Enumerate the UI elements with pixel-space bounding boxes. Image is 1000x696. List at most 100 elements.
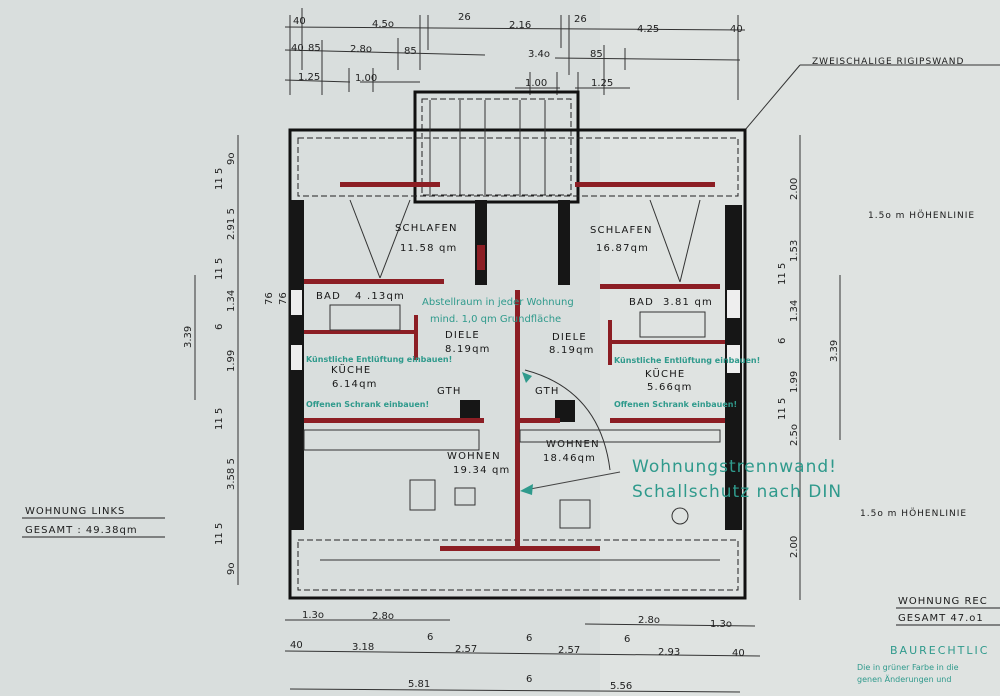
dim-text: 1.99 — [789, 371, 800, 393]
arrow-icon — [522, 372, 532, 383]
dim-text: 9o — [226, 563, 237, 575]
room-area: 19.34 qm — [453, 465, 511, 476]
dim-text: 6 — [526, 633, 532, 644]
dim-text: 6 — [777, 338, 788, 344]
dim-text: 2.8o — [638, 615, 660, 626]
dim-text: 1.00 — [355, 73, 377, 84]
rooms-left: SCHLAFEN 11.58 qm BAD 4 .13qm DIELE 8.19… — [316, 223, 511, 476]
dim-text: 11 5 — [214, 258, 225, 280]
dim-text: 11 5 — [214, 408, 225, 430]
dim-text: 2.8o — [350, 44, 372, 55]
room-name: DIELE — [552, 332, 587, 343]
apartment-left-name: WOHNUNG LINKS — [25, 506, 125, 517]
dim-text: 1.34 — [789, 300, 800, 322]
dim-text: 6 — [214, 324, 225, 330]
dim-text: 1.3o — [302, 610, 324, 621]
stamp-line: Die in grüner Farbe in die — [857, 663, 959, 672]
dim-text: 26 — [574, 14, 587, 25]
dim-text: 1.00 — [525, 78, 547, 89]
storage-note: Abstellraum in jeder Wohnung — [422, 297, 574, 308]
dim-text: 2.93 — [658, 647, 680, 658]
rooms-right: SCHLAFEN 16.87qm BAD 3.81 qm DIELE 8.19q… — [535, 225, 713, 464]
dim-text: 4.25 — [637, 24, 659, 35]
bottom-dimensions: 1.3o 2.8o 2.8o 1.3o 40 3.18 6 2.57 6 2.5… — [284, 610, 761, 693]
dim-text: 4.5o — [372, 19, 394, 30]
dim-text: 3.39 — [183, 326, 194, 348]
room-name: WOHNEN — [546, 439, 600, 450]
dim-text: 2.57 — [558, 645, 580, 656]
apartment-right-total: GESAMT 47.o1 — [898, 613, 984, 624]
room-area: 16.87qm — [596, 243, 649, 254]
room-name: GTH — [437, 386, 462, 397]
dim-text: 1.34 — [226, 290, 237, 312]
room-name: BAD — [629, 297, 654, 308]
exterior-walls — [289, 200, 742, 530]
dim-text: 11 5 — [214, 523, 225, 545]
furniture-lines — [303, 199, 721, 529]
ventilation-note-left: Künstliche Entlüftung einbauen! — [306, 355, 452, 364]
dim-text: 85 — [308, 43, 321, 54]
green-annotations: Abstellraum in jeder Wohnung mind. 1,0 q… — [306, 297, 842, 502]
room-name: KÜCHE — [645, 367, 685, 380]
top-dimensions: 40 4.5o 26 2.16 26 4.25 40 40 85 2.8o 85… — [291, 12, 964, 89]
room-name: SCHLAFEN — [590, 225, 653, 236]
dim-text: 5.81 — [408, 679, 430, 690]
stamp-title: BAURECHTLIC — [890, 644, 989, 657]
room-area: 5.66qm — [647, 382, 693, 393]
contour-line-lower: 1.5o m HÖHENLINIE — [860, 508, 967, 519]
storage-note: mind. 1,0 qm Grundfläche — [430, 314, 561, 325]
left-dimensions: 9o 11 5 2.91 5 11 5 1.34 6 1.99 11 5 3.5… — [183, 135, 289, 585]
dim-text: 85 — [404, 46, 417, 57]
room-name: BAD — [316, 291, 341, 302]
room-name: SCHLAFEN — [395, 223, 458, 234]
wall-note: ZWEISCHALIGE RIGIPSWAND — [812, 57, 964, 67]
dim-text: 11 5 — [777, 398, 788, 420]
cabinet-note-right: Offenen Schrank einbauen! — [614, 400, 737, 409]
dim-text: 76 — [264, 292, 275, 305]
dim-text: 2.16 — [509, 20, 531, 31]
arrow-icon — [520, 484, 533, 495]
dim-text: 3.18 — [352, 642, 374, 653]
dim-text: 5.56 — [610, 681, 632, 692]
room-name: WOHNEN — [447, 451, 501, 462]
room-area: 3.81 qm — [663, 297, 713, 308]
apartment-left-total: GESAMT : 49.38qm — [25, 525, 138, 536]
dim-text: 1.3o — [710, 619, 732, 630]
party-wall-note: Wohnungstrennwand! — [632, 457, 837, 477]
room-area: 8.19qm — [445, 344, 491, 355]
room-name: DIELE — [445, 330, 480, 341]
dim-text: 2.00 — [789, 536, 800, 558]
stamp-line: genen Änderungen und — [857, 674, 951, 684]
apartment-left-summary: WOHNUNG LINKS GESAMT : 49.38qm — [22, 506, 165, 538]
dim-text: 1.53 — [789, 240, 800, 262]
dim-text: 40 — [293, 16, 306, 27]
dim-text: 76 — [278, 292, 289, 305]
dim-text: 26 — [458, 12, 471, 23]
top-dimension-lines — [284, 8, 1000, 131]
room-name: KÜCHE — [331, 363, 371, 376]
dim-text: 85 — [590, 49, 603, 60]
apartment-right-summary: WOHNUNG REC GESAMT 47.o1 — [896, 596, 1000, 626]
dim-text: 2.57 — [455, 644, 477, 655]
dim-text: 40 — [290, 640, 303, 651]
room-area: 8.19qm — [549, 345, 595, 356]
dim-text: 6 — [526, 674, 532, 685]
dim-text: 3.4o — [528, 49, 550, 60]
apartment-right-name: WOHNUNG REC — [898, 596, 988, 607]
ventilation-note-right: Künstliche Entlüftung einbauen! — [614, 356, 760, 365]
dim-text: 2.5o — [789, 424, 800, 446]
annotation-leader — [524, 471, 621, 491]
contour-line-labels: 1.5o m HÖHENLINIE 1.5o m HÖHENLINIE — [860, 210, 974, 519]
party-wall-note: Schallschutz nach DIN — [632, 482, 842, 502]
dim-text: 40 — [730, 24, 743, 35]
dim-text: 1.25 — [298, 72, 320, 83]
dim-text: 2.91 5 — [226, 208, 237, 240]
room-area: 11.58 qm — [400, 243, 458, 254]
dim-text: 6 — [624, 634, 630, 645]
cabinet-note-left: Offenen Schrank einbauen! — [306, 400, 429, 409]
room-name: GTH — [535, 386, 560, 397]
dim-text: 2.00 — [789, 178, 800, 200]
dim-text: 6 — [427, 632, 433, 643]
dim-text: 2.8o — [372, 611, 394, 622]
dim-text: 3.58 5 — [226, 458, 237, 490]
